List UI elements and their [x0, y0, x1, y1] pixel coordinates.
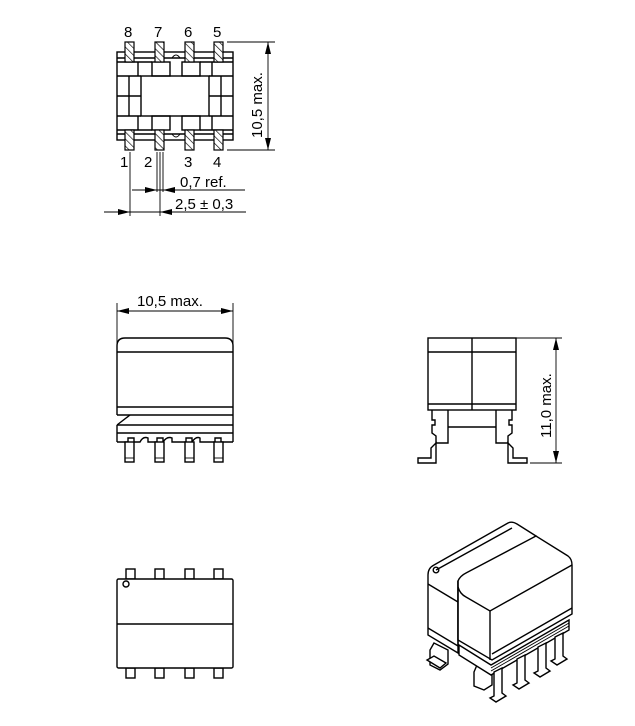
top-center-window — [140, 75, 210, 117]
dim-side-height: 11,0 max. — [538, 373, 555, 438]
dim-pitch: 2,5 ± 0,3 — [175, 196, 233, 213]
pin-6 — [184, 41, 195, 63]
pin-4 — [213, 129, 224, 151]
front-pin-1 — [124, 441, 135, 463]
pin-label-1: 1 — [120, 154, 128, 171]
pin-2 — [154, 129, 165, 151]
iso-pin1-marker-icon — [432, 566, 440, 574]
pin1-marker-icon — [122, 580, 130, 588]
side-leg-right — [507, 441, 528, 464]
front-body — [116, 337, 234, 415]
pin-5 — [213, 41, 224, 63]
front-pin-4 — [213, 441, 224, 463]
bottom-view — [116, 568, 234, 679]
top-view: 8 7 6 5 — [104, 24, 275, 216]
pin-label-7: 7 — [154, 24, 162, 41]
pin-label-8: 8 — [124, 24, 132, 41]
pin-label-3: 3 — [184, 154, 192, 171]
side-view: 11,0 max. — [417, 337, 562, 464]
pin-label-2: 2 — [144, 154, 152, 171]
dim-pin-width: 0,7 ref. — [180, 174, 227, 191]
front-view: 10,5 max. — [116, 293, 234, 463]
pin-label-5: 5 — [213, 24, 221, 41]
pin-8 — [124, 41, 135, 63]
iso-view — [425, 521, 573, 703]
iso-leg-3 — [532, 641, 552, 678]
iso-leg-1 — [488, 666, 508, 703]
front-pin-2 — [154, 441, 165, 463]
pin-label-4: 4 — [213, 154, 221, 171]
pin-1 — [124, 129, 135, 151]
dim-front-width: 10,5 max. — [137, 293, 203, 310]
dim-top-height: 10,5 max. — [249, 72, 266, 138]
iso-leg-2 — [511, 653, 531, 690]
iso-body-right — [457, 535, 573, 661]
pin-3 — [184, 129, 195, 151]
pin-7 — [154, 41, 165, 63]
iso-leg-4 — [549, 631, 569, 666]
side-leg-left — [417, 441, 437, 464]
front-pin-3 — [184, 441, 195, 463]
pin-label-6: 6 — [184, 24, 192, 41]
iso-body-left — [427, 521, 538, 655]
